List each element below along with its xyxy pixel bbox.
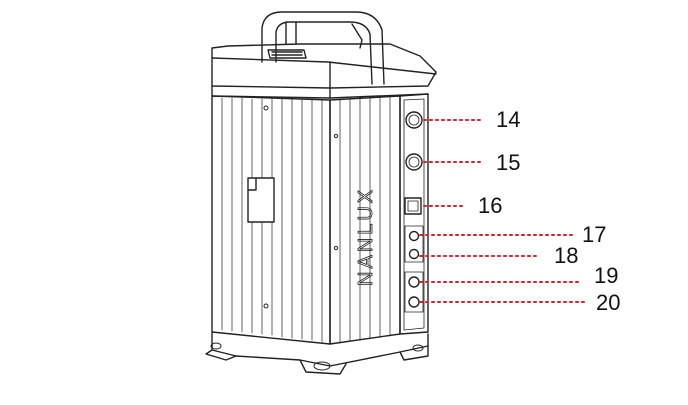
base-feet (205, 331, 429, 375)
callout-label-16: 16 (478, 193, 503, 218)
brand-lettering: NANLUX (355, 187, 377, 286)
power-socket-icon (404, 197, 422, 215)
round-port-icon (404, 225, 424, 263)
multi-pin-connector-icon (405, 111, 423, 129)
callout-label-14: 14 (496, 107, 521, 132)
multi-pin-connector-icon (405, 153, 423, 171)
left-side-panel (211, 95, 331, 345)
callout-label-20: 20 (596, 290, 621, 315)
top-cap (211, 43, 437, 99)
callout-label-15: 15 (496, 150, 521, 175)
carry-handle (261, 11, 385, 85)
callout-label-19: 19 (594, 263, 619, 288)
callout-label-18: 18 (554, 243, 579, 268)
round-port-icon (404, 271, 424, 313)
callout-label-17: 17 (582, 222, 607, 247)
rear-port-panel (399, 93, 429, 335)
